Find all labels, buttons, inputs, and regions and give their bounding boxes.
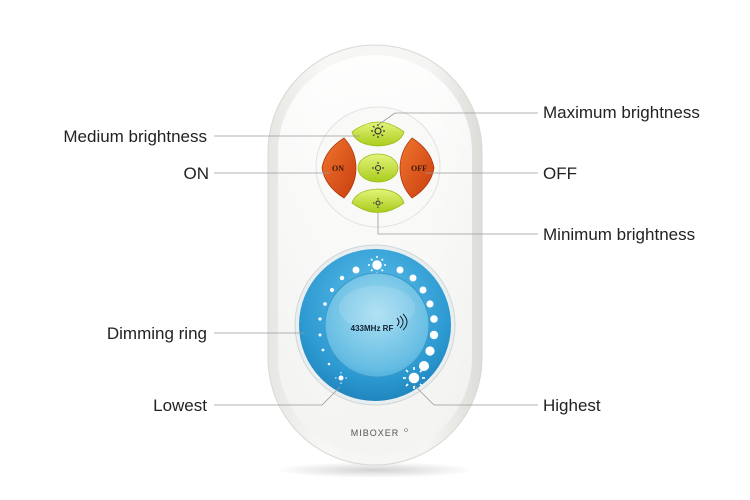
label-on: ON [183,164,210,183]
medium-brightness-button[interactable] [357,153,399,183]
label-lowest: Lowest [153,396,207,415]
rf-label: 433MHz RF [351,324,394,333]
sun-icon [372,162,384,174]
remote-shadow [275,462,475,478]
label-off: OFF [543,164,577,183]
leader-lines [214,112,538,406]
label-medium-brightness: Medium brightness [63,127,207,146]
highest-sun-icon [403,367,425,389]
lowest-sun-icon [335,372,347,384]
label-dimming-ring: Dimming ring [106,324,207,343]
sun-icon-small [373,198,383,208]
registered-mark [404,428,408,432]
on-button[interactable]: ON [321,137,357,199]
label-maximum-brightness: Maximum brightness [543,103,700,122]
leader-minimum-brightness [377,213,538,235]
off-button-text: OFF [411,164,427,173]
label-minimum-brightness: Minimum brightness [543,225,696,244]
leader-maximum-brightness [377,112,538,126]
leader-lowest [214,386,341,406]
wireless-signal-icon [396,313,408,331]
ring-level-dots [318,266,439,371]
min-brightness-button[interactable] [351,188,405,213]
brand-logo: MIBOXER [351,428,400,438]
label-highest: Highest [543,396,601,415]
off-button[interactable]: OFF [399,137,435,199]
leader-highest [413,384,538,406]
rf-center-disc: 433MHz RF [324,272,430,378]
on-button-text: ON [332,164,344,173]
